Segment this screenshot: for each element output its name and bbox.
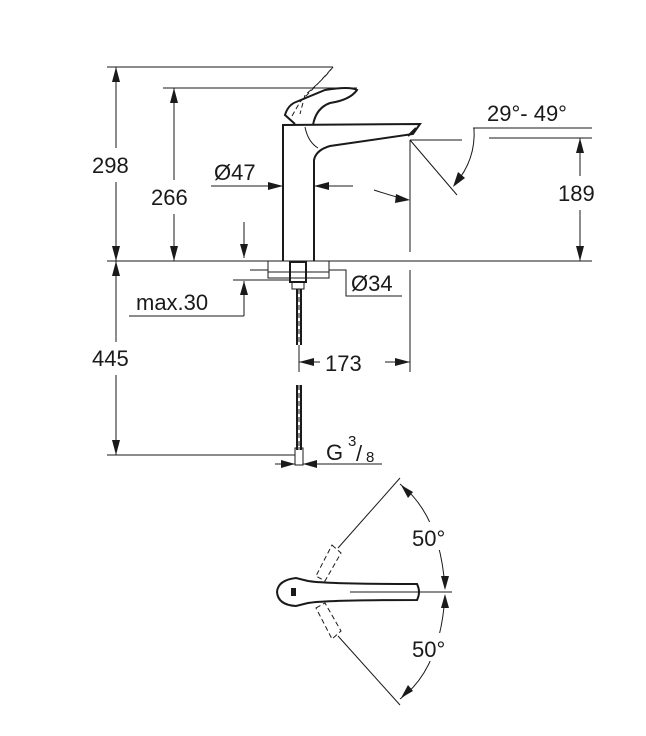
plan-view: 50° 50° (275, 477, 460, 706)
extension-lines (107, 66, 592, 456)
dim-298-label: 298 (92, 153, 129, 178)
dim-266-label: 266 (151, 185, 188, 210)
mounting-assembly (250, 260, 343, 466)
dim-diameter-34: Ø34 (330, 269, 402, 297)
dim-max30: max.30 (129, 222, 290, 317)
dim-47-label: Ø47 (214, 160, 256, 185)
dim-189: 189 (558, 138, 595, 261)
dim-298: 298 (92, 67, 129, 261)
arrowhead (395, 194, 410, 203)
dim-189-label: 189 (558, 181, 595, 206)
dim-266: 266 (151, 88, 188, 261)
rotation-down-label: 50° (412, 637, 445, 662)
dim-max30-label: max.30 (136, 290, 208, 315)
dim-445-label: 445 (92, 346, 129, 371)
faucet-body (282, 66, 422, 261)
thread-den: 8 (366, 449, 374, 466)
dim-thread: G 3 / 8 (275, 433, 382, 468)
thread-num: 3 (348, 433, 356, 450)
dim-173-label: 173 (325, 351, 362, 376)
thread-slash: / (356, 441, 363, 466)
dim-173: 173 (299, 351, 410, 376)
dim-445: 445 (92, 261, 129, 455)
rotation-up-label: 50° (412, 526, 445, 551)
dim-34-label: Ø34 (351, 271, 393, 296)
thread-G-label: G (326, 440, 343, 465)
dim-diameter-47: Ø47 (211, 160, 353, 190)
dim-angle-label: 29°- 49° (487, 101, 567, 126)
dim-spout-angle: 29°- 49° (409, 101, 567, 196)
